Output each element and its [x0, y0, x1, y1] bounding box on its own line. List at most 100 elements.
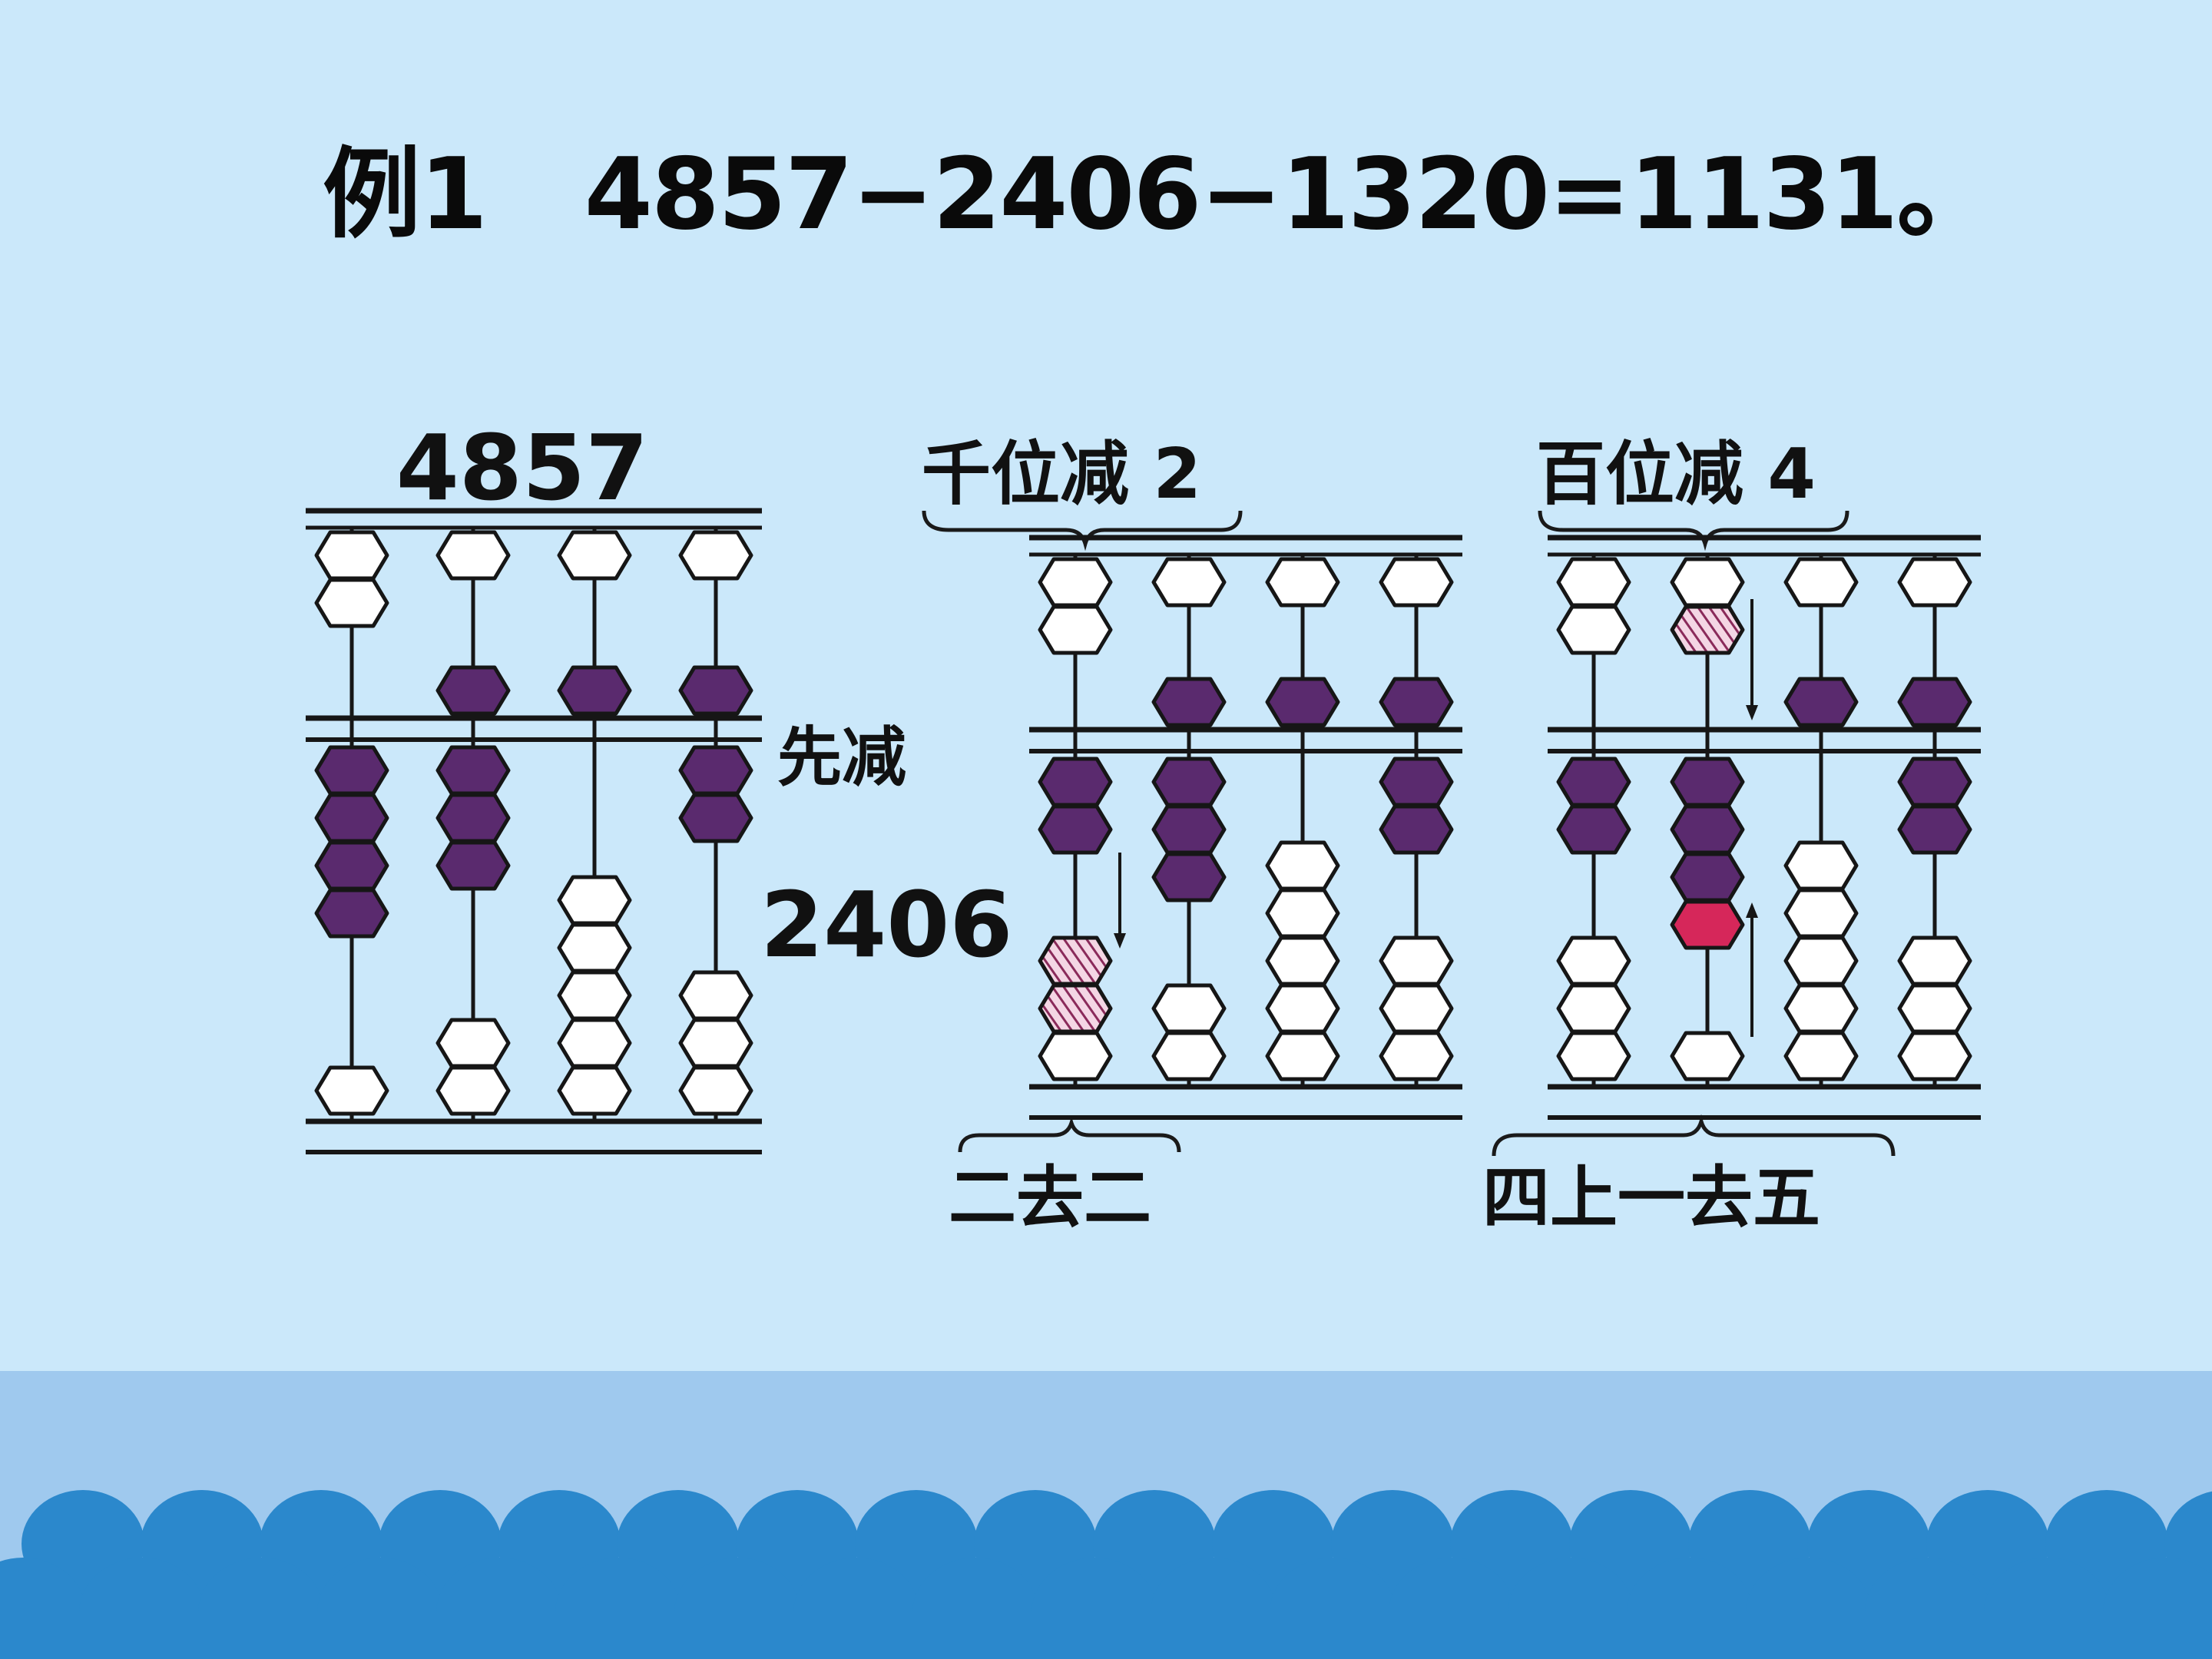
panel1-note-subtract-first: 先减	[777, 720, 906, 795]
lower-bead-idle	[1265, 840, 1340, 891]
panel2-header-brace	[922, 510, 1243, 551]
upper-bead-idle	[678, 530, 753, 581]
lower-bead-idle	[1897, 983, 1972, 1034]
lower-bead-idle	[1783, 1031, 1859, 1081]
upper-bead-active	[1897, 677, 1972, 727]
lower-bead-idle	[1783, 840, 1859, 891]
lower-bead-idle	[1897, 1031, 1972, 1081]
lower-bead-idle	[557, 922, 632, 973]
wave-base	[0, 1613, 2212, 1659]
abacus-panel-3	[1548, 535, 1981, 1120]
upper-bead-idle	[1556, 604, 1631, 655]
upper-bead-idle	[435, 530, 511, 581]
lower-bead-active	[1556, 804, 1631, 855]
lower-bead-active	[314, 745, 389, 796]
lower-bead-active	[435, 840, 511, 891]
lower-bead-idle	[1265, 983, 1340, 1034]
lower-bead-active	[435, 745, 511, 796]
lower-bead-removed	[1038, 983, 1113, 1034]
lower-bead-idle	[1265, 1031, 1340, 1081]
panel2-footer: 二去二	[949, 1158, 1151, 1237]
lower-bead-idle	[1897, 935, 1972, 986]
lower-bead-active	[1038, 757, 1113, 807]
lower-bead-idle	[435, 1065, 511, 1116]
lower-bead-active	[1379, 757, 1454, 807]
lower-bead-idle	[1670, 1031, 1745, 1081]
upper-bead-active	[1783, 677, 1859, 727]
slide-title: 例1 4857−2406−1320=1131。	[323, 146, 1995, 244]
upper-bead-idle	[1151, 557, 1227, 608]
move-arrow-head	[1746, 902, 1758, 918]
lower-bead-active	[314, 840, 389, 891]
lower-bead-idle	[1556, 1031, 1631, 1081]
upper-bead-idle	[1379, 557, 1454, 608]
upper-bead-moved	[1670, 604, 1745, 655]
lower-bead-active	[1897, 757, 1972, 807]
lower-bead-active	[314, 793, 389, 843]
lower-bead-idle	[1151, 1031, 1227, 1081]
lower-bead-idle	[557, 1065, 632, 1116]
upper-bead-idle	[1265, 557, 1340, 608]
upper-bead-idle	[1897, 557, 1972, 608]
lower-bead-active	[1151, 757, 1227, 807]
lower-bead-active	[1151, 804, 1227, 855]
lower-bead-moved	[1670, 899, 1745, 950]
equation-text: 4857−2406−1320=1131。	[584, 137, 1995, 252]
lower-bead-idle	[1379, 983, 1454, 1034]
lower-bead-idle	[1379, 935, 1454, 986]
lower-bead-idle	[314, 1065, 389, 1116]
lower-bead-idle	[1151, 983, 1227, 1034]
wave-decoration	[0, 1490, 2212, 1659]
lower-bead-active	[678, 745, 753, 796]
upper-bead-idle	[557, 530, 632, 581]
example-label: 例1	[323, 137, 488, 252]
lower-bead-active	[1670, 804, 1745, 855]
lower-bead-active	[314, 888, 389, 939]
lower-bead-active	[1379, 804, 1454, 855]
lower-bead-idle	[435, 1018, 511, 1068]
lower-bead-idle	[678, 1065, 753, 1116]
lower-bead-idle	[557, 875, 632, 926]
upper-bead-idle	[1783, 557, 1859, 608]
lower-bead-idle	[1038, 1031, 1113, 1081]
lower-bead-idle	[1783, 888, 1859, 939]
upper-bead-idle	[1038, 604, 1113, 655]
lower-bead-active	[1897, 804, 1972, 855]
upper-bead-idle	[1556, 557, 1631, 608]
lower-bead-active	[1151, 852, 1227, 902]
upper-bead-idle	[314, 530, 389, 581]
lower-bead-idle	[557, 970, 632, 1021]
panel2-footer-brace	[958, 1116, 1181, 1153]
upper-bead-active	[1379, 677, 1454, 727]
lower-bead-idle	[1783, 935, 1859, 986]
lower-bead-idle	[678, 970, 753, 1021]
upper-bead-idle	[1038, 557, 1113, 608]
panel1-note-number: 2406	[760, 872, 1012, 978]
upper-bead-active	[678, 665, 753, 716]
abacus-panel-1	[306, 508, 762, 1154]
panel3-footer: 四上一去五	[1482, 1158, 1820, 1237]
lower-bead-idle	[557, 1018, 632, 1068]
lower-bead-active	[1556, 757, 1631, 807]
panel3-footer-brace	[1492, 1114, 1896, 1157]
lower-bead-idle	[1379, 1031, 1454, 1081]
lower-bead-active	[1670, 757, 1745, 807]
lower-bead-active	[678, 793, 753, 843]
panel1-number: 4857	[396, 415, 648, 521]
move-arrow-head	[1114, 933, 1126, 949]
upper-bead-idle	[314, 578, 389, 628]
upper-bead-active	[557, 665, 632, 716]
move-arrow-head	[1746, 705, 1758, 720]
lower-bead-active	[435, 793, 511, 843]
lower-bead-active	[1670, 852, 1745, 902]
lower-bead-idle	[1556, 983, 1631, 1034]
lower-bead-removed	[1038, 935, 1113, 986]
upper-bead-idle	[1670, 557, 1745, 608]
lower-bead-idle	[1265, 935, 1340, 986]
upper-bead-active	[1265, 677, 1340, 727]
abacus-panel-2	[1029, 535, 1462, 1120]
panel3-header: 百位减 4	[1536, 434, 1816, 515]
upper-bead-active	[435, 665, 511, 716]
